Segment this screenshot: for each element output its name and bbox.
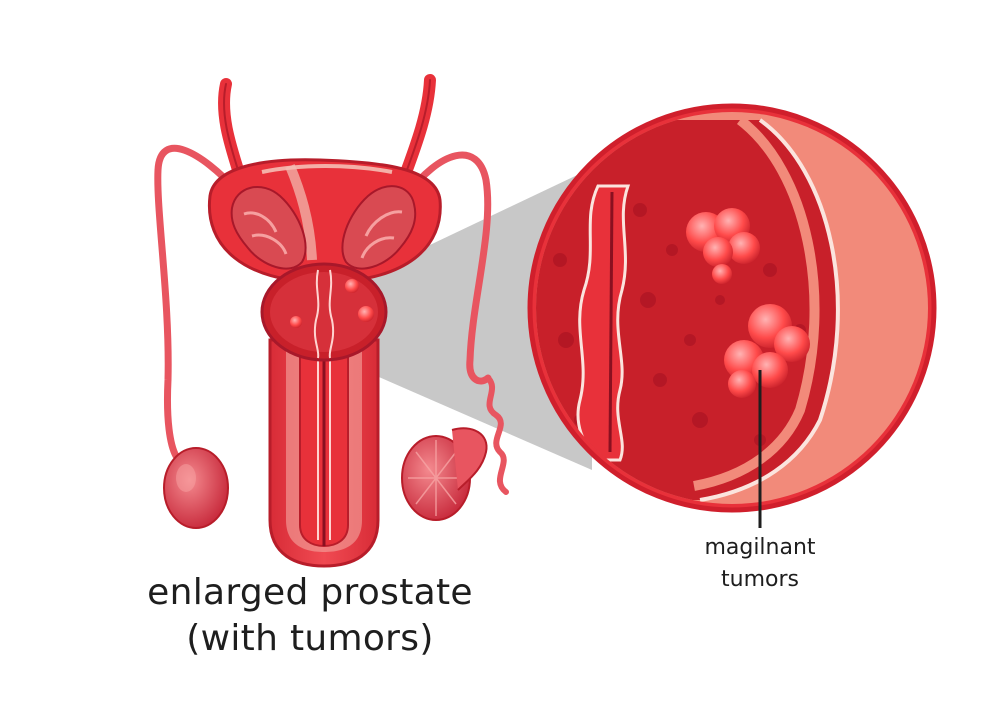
testis-left [163,447,229,529]
tumor-callout-label: magilnant tumors [660,532,860,596]
main-caption-line2: (with tumors) [186,618,434,659]
callout-line2: tumors [721,567,799,592]
main-caption-line1: enlarged prostate [147,572,473,613]
seminal-vesicles [230,185,417,270]
callout-line1: magilnant [704,535,816,560]
prostate [260,262,388,362]
testis-right [401,427,488,521]
penis [268,290,380,568]
zoom-detail [527,103,937,513]
malignant-tumors [686,208,810,398]
main-caption: enlarged prostate (with tumors) [120,570,500,662]
